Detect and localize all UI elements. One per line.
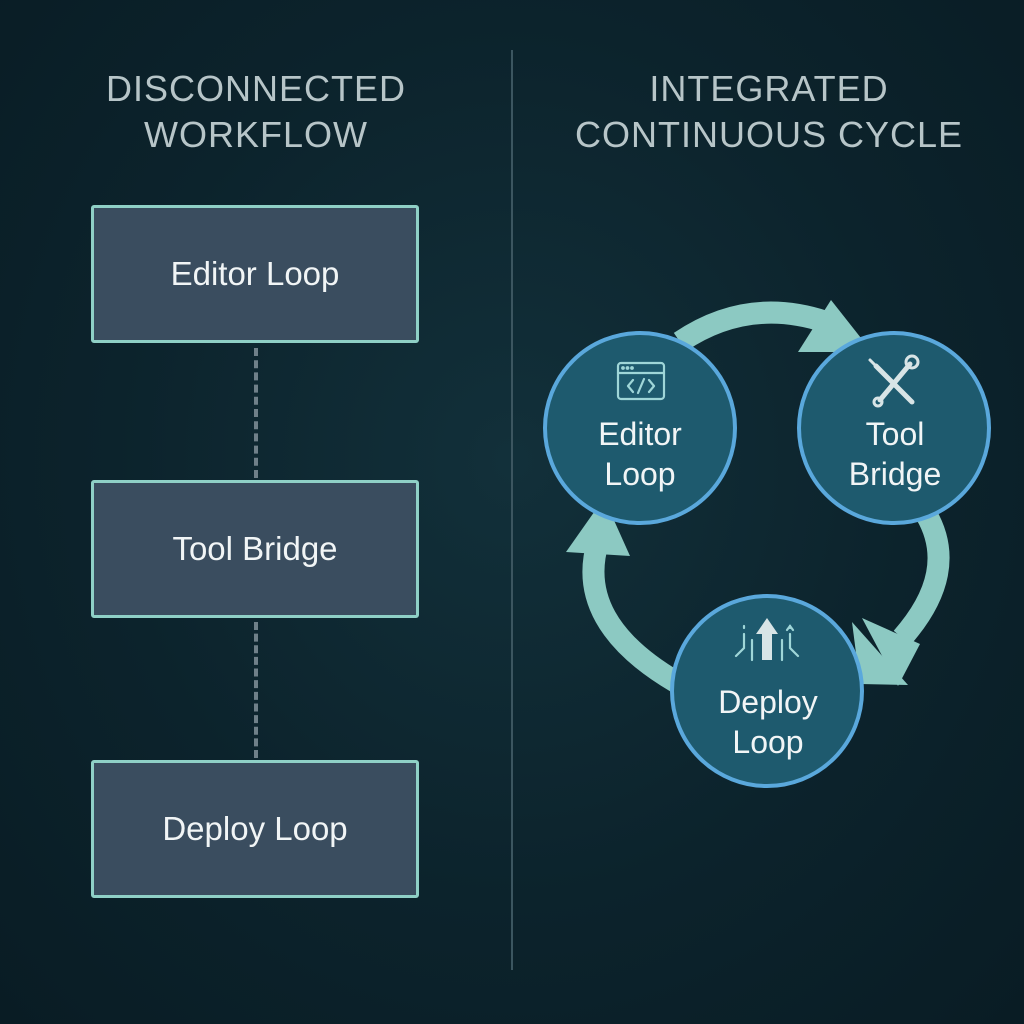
wrench-screwdriver-icon bbox=[868, 354, 920, 408]
node-label-editor-loop-line-2: Loop bbox=[604, 456, 676, 492]
node-label-deploy-loop: Deploy Loop bbox=[683, 682, 853, 762]
node-editor-loop bbox=[543, 331, 737, 525]
step-box-deploy-loop: Deploy Loop bbox=[91, 760, 419, 898]
left-title-line-1: DISCONNECTED bbox=[105, 68, 407, 109]
cycle-diagram bbox=[543, 300, 991, 788]
dashed-connector-1 bbox=[254, 348, 258, 478]
node-label-editor-loop: Editor Loop bbox=[555, 414, 725, 494]
step-label-editor-loop: Editor Loop bbox=[170, 255, 340, 292]
deploy-arrow-icon bbox=[734, 618, 800, 662]
cycle-arrow-deploy-to-editor bbox=[566, 498, 682, 692]
node-label-editor-loop-line-1: Editor bbox=[598, 416, 682, 452]
step-label-tool-bridge: Tool Bridge bbox=[172, 530, 338, 567]
left-panel-title: DISCONNECTED WORKFLOW bbox=[40, 66, 472, 158]
dashed-connector-2 bbox=[254, 622, 258, 758]
code-window-icon bbox=[616, 361, 666, 401]
step-box-tool-bridge: Tool Bridge bbox=[91, 480, 419, 618]
step-label-deploy-loop: Deploy Loop bbox=[162, 810, 348, 847]
panel-divider bbox=[511, 50, 513, 970]
node-label-tool-bridge-line-2: Bridge bbox=[848, 456, 942, 492]
node-label-deploy-loop-line-1: Deploy bbox=[718, 684, 818, 720]
node-deploy-loop bbox=[670, 594, 864, 788]
cycle-arrow-editor-to-tool bbox=[673, 300, 872, 352]
node-label-tool-bridge-line-1: Tool bbox=[865, 416, 925, 452]
right-title-line-1: INTEGRATED bbox=[649, 68, 889, 109]
cycle-arrow-tool-to-deploy bbox=[852, 508, 950, 686]
node-label-deploy-loop-line-2: Loop bbox=[732, 724, 804, 760]
node-tool-bridge bbox=[797, 331, 991, 525]
right-panel-title: INTEGRATED CONTINUOUS CYCLE bbox=[528, 66, 1010, 158]
step-box-editor-loop: Editor Loop bbox=[91, 205, 419, 343]
right-title-line-2: CONTINUOUS CYCLE bbox=[574, 114, 964, 155]
left-title-line-2: WORKFLOW bbox=[144, 114, 368, 155]
node-label-tool-bridge: Tool Bridge bbox=[810, 414, 980, 494]
